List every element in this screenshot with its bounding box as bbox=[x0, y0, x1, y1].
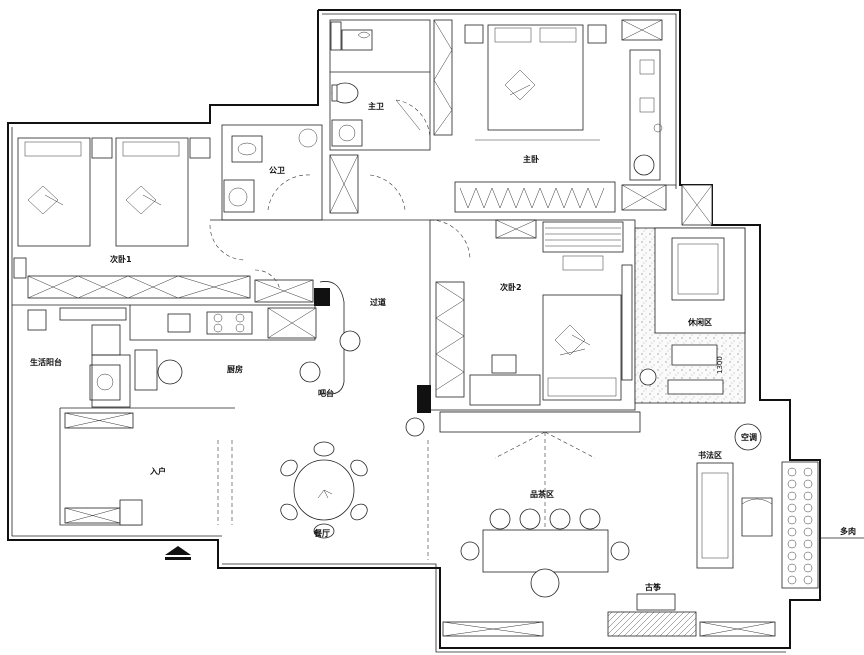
label-master-bedroom: 主卧 bbox=[523, 154, 539, 164]
label-window-succulents: 多肉 bbox=[840, 526, 856, 536]
kitchen bbox=[91, 304, 317, 408]
corridor bbox=[210, 219, 471, 306]
label-study: 书法区 bbox=[698, 450, 722, 460]
label-kitchen: 厨房 bbox=[227, 364, 243, 374]
label-tea-area: 品茶区 bbox=[530, 489, 554, 499]
label-guzheng: 古筝 bbox=[645, 582, 661, 592]
study-area bbox=[696, 423, 864, 589]
tea-area bbox=[439, 411, 641, 598]
label-master-bath: 主卫 bbox=[368, 101, 384, 111]
living-balcony bbox=[12, 304, 130, 401]
label-leisure: 休闲区 bbox=[687, 317, 712, 327]
dining bbox=[280, 417, 429, 560]
bar-counter bbox=[299, 281, 361, 395]
public-bath bbox=[221, 124, 406, 221]
label-corridor: 过道 bbox=[370, 297, 386, 307]
master-bath bbox=[329, 19, 453, 151]
label-second-bedroom-2: 次卧2 bbox=[500, 282, 522, 292]
leisure-area bbox=[634, 184, 746, 404]
label-living-balcony: 生活阳台 bbox=[30, 357, 62, 367]
second-bedroom-1 bbox=[13, 137, 251, 299]
label-dining: 餐厅 bbox=[313, 528, 330, 538]
dim-1300: 1300 bbox=[716, 356, 724, 374]
second-bedroom-2 bbox=[417, 219, 636, 413]
master-bedroom bbox=[454, 19, 676, 213]
label-second-bedroom-1: 次卧1 bbox=[110, 254, 132, 264]
label-bar: 吧台 bbox=[318, 388, 334, 398]
label-entrance: 入户 bbox=[149, 466, 166, 476]
label-air-con: 空调 bbox=[741, 432, 757, 442]
guzheng-area bbox=[442, 593, 776, 637]
label-public-bath: 公卫 bbox=[269, 166, 285, 175]
entrance bbox=[59, 407, 235, 560]
